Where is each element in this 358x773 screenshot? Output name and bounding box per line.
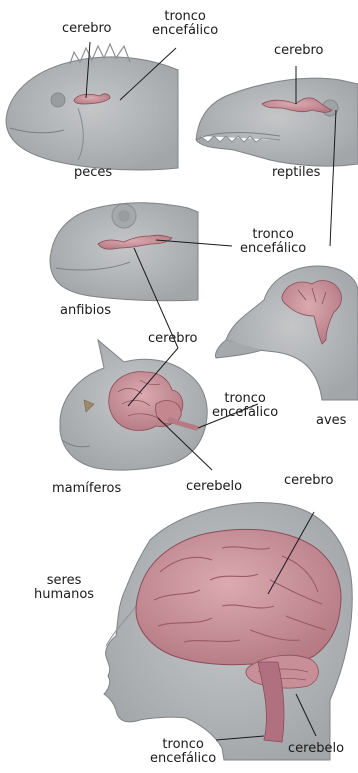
label-tronco-line1: tronco bbox=[152, 10, 218, 24]
label-tronco-fish: tronco encefálico bbox=[152, 10, 218, 38]
label-mamiferos: mamíferos bbox=[52, 482, 121, 496]
label-tronco-mammal: tronco encefálico bbox=[212, 392, 278, 420]
label-peces: peces bbox=[74, 166, 112, 180]
label-cerebelo-mammal: cerebelo bbox=[186, 480, 242, 494]
fish-head bbox=[6, 44, 178, 170]
mammal-head bbox=[60, 340, 207, 470]
label-reptiles: reptiles bbox=[272, 166, 320, 180]
human-head bbox=[104, 503, 352, 760]
label-tronco-line1: tronco bbox=[150, 738, 216, 752]
label-cerebelo-human: cerebelo bbox=[288, 742, 344, 756]
label-tronco-amphibian: tronco encefálico bbox=[240, 228, 306, 256]
label-cerebro-fish: cerebro bbox=[62, 22, 111, 36]
label-tronco-line2: encefálico bbox=[150, 752, 216, 766]
label-humans-line2: humanos bbox=[34, 588, 94, 602]
label-humans-line1: seres bbox=[34, 574, 94, 588]
label-tronco-line1: tronco bbox=[240, 228, 306, 242]
label-tronco-line1: tronco bbox=[212, 392, 278, 406]
bird-head bbox=[215, 266, 358, 400]
label-tronco-line2: encefálico bbox=[212, 406, 278, 420]
label-anfibios: anfibios bbox=[60, 304, 111, 318]
amphibian-head bbox=[50, 203, 198, 301]
label-cerebro-human: cerebro bbox=[284, 474, 333, 488]
label-cerebro-reptile: cerebro bbox=[274, 44, 323, 58]
label-cerebro-mammal: cerebro bbox=[148, 332, 197, 346]
label-tronco-human: tronco encefálico bbox=[150, 738, 216, 766]
label-seres-humanos: seres humanos bbox=[34, 574, 94, 602]
label-tronco-line2: encefálico bbox=[240, 242, 306, 256]
label-tronco-line2: encefálico bbox=[152, 24, 218, 38]
label-aves: aves bbox=[316, 414, 346, 428]
